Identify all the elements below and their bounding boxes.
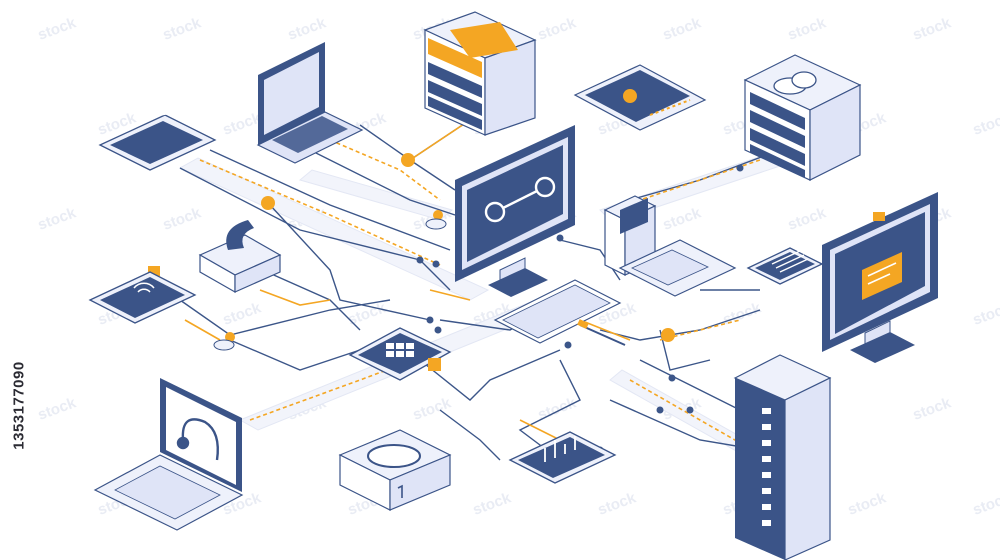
watermark-text: stock (161, 14, 204, 44)
card-chart (746, 247, 824, 285)
storage-box (338, 429, 452, 511)
watermark-text: stock (536, 14, 579, 44)
bar-chart-icon (544, 436, 576, 462)
headset-icon (176, 418, 219, 461)
tablet-window (98, 99, 217, 171)
connector-plug (213, 218, 447, 351)
tablet-grid (348, 327, 452, 381)
watermark-text: stock (596, 489, 639, 519)
cloud-icon (773, 71, 817, 95)
server-tower (733, 354, 832, 560)
watermark-text: stock (911, 14, 954, 44)
wifi-icon (133, 282, 155, 293)
telephone (148, 220, 282, 294)
router-flat (573, 64, 707, 131)
server-top-center (423, 11, 537, 136)
stock-image-id: 1353177090 (4, 260, 34, 550)
grid-icon (386, 343, 414, 357)
desktop-terminal (603, 195, 737, 297)
watermark-text: stock (661, 204, 704, 234)
watermark-text: stock (786, 204, 829, 234)
laptop-top (256, 42, 364, 164)
tablet-bar-chart (508, 431, 617, 484)
watermark-text: stock (721, 299, 764, 329)
watermark-text: stock (786, 14, 829, 44)
watermark-text: stock (36, 394, 79, 424)
watermark-text: stock (161, 204, 204, 234)
watermark-text: stock (471, 489, 514, 519)
watermark-text: stock (971, 299, 1000, 329)
keyboard-center (493, 279, 626, 346)
watermark-text: stock (411, 394, 454, 424)
watermark-text: stock (36, 14, 79, 44)
watermark-text: stock (221, 299, 264, 329)
stock-image-id-text: 1353177090 (10, 360, 28, 450)
watermark-text: stock (911, 394, 954, 424)
main-monitor (455, 125, 575, 297)
monitor-right (822, 192, 938, 363)
watermark-text: stock (661, 14, 704, 44)
watermark-text: stock (36, 204, 79, 234)
watermark-text: stock (846, 489, 889, 519)
watermark-text: stock (286, 14, 329, 44)
share-link-icon (484, 176, 556, 223)
laptop-headset (93, 378, 244, 531)
tablet-wifi (88, 271, 197, 324)
watermark-text: stock (971, 489, 1000, 519)
message-card-icon (862, 252, 902, 300)
connection-lines (179, 119, 781, 461)
watermark-text: stock (221, 109, 264, 139)
watermark-text: stock (971, 109, 1000, 139)
server-cloud (743, 54, 862, 181)
